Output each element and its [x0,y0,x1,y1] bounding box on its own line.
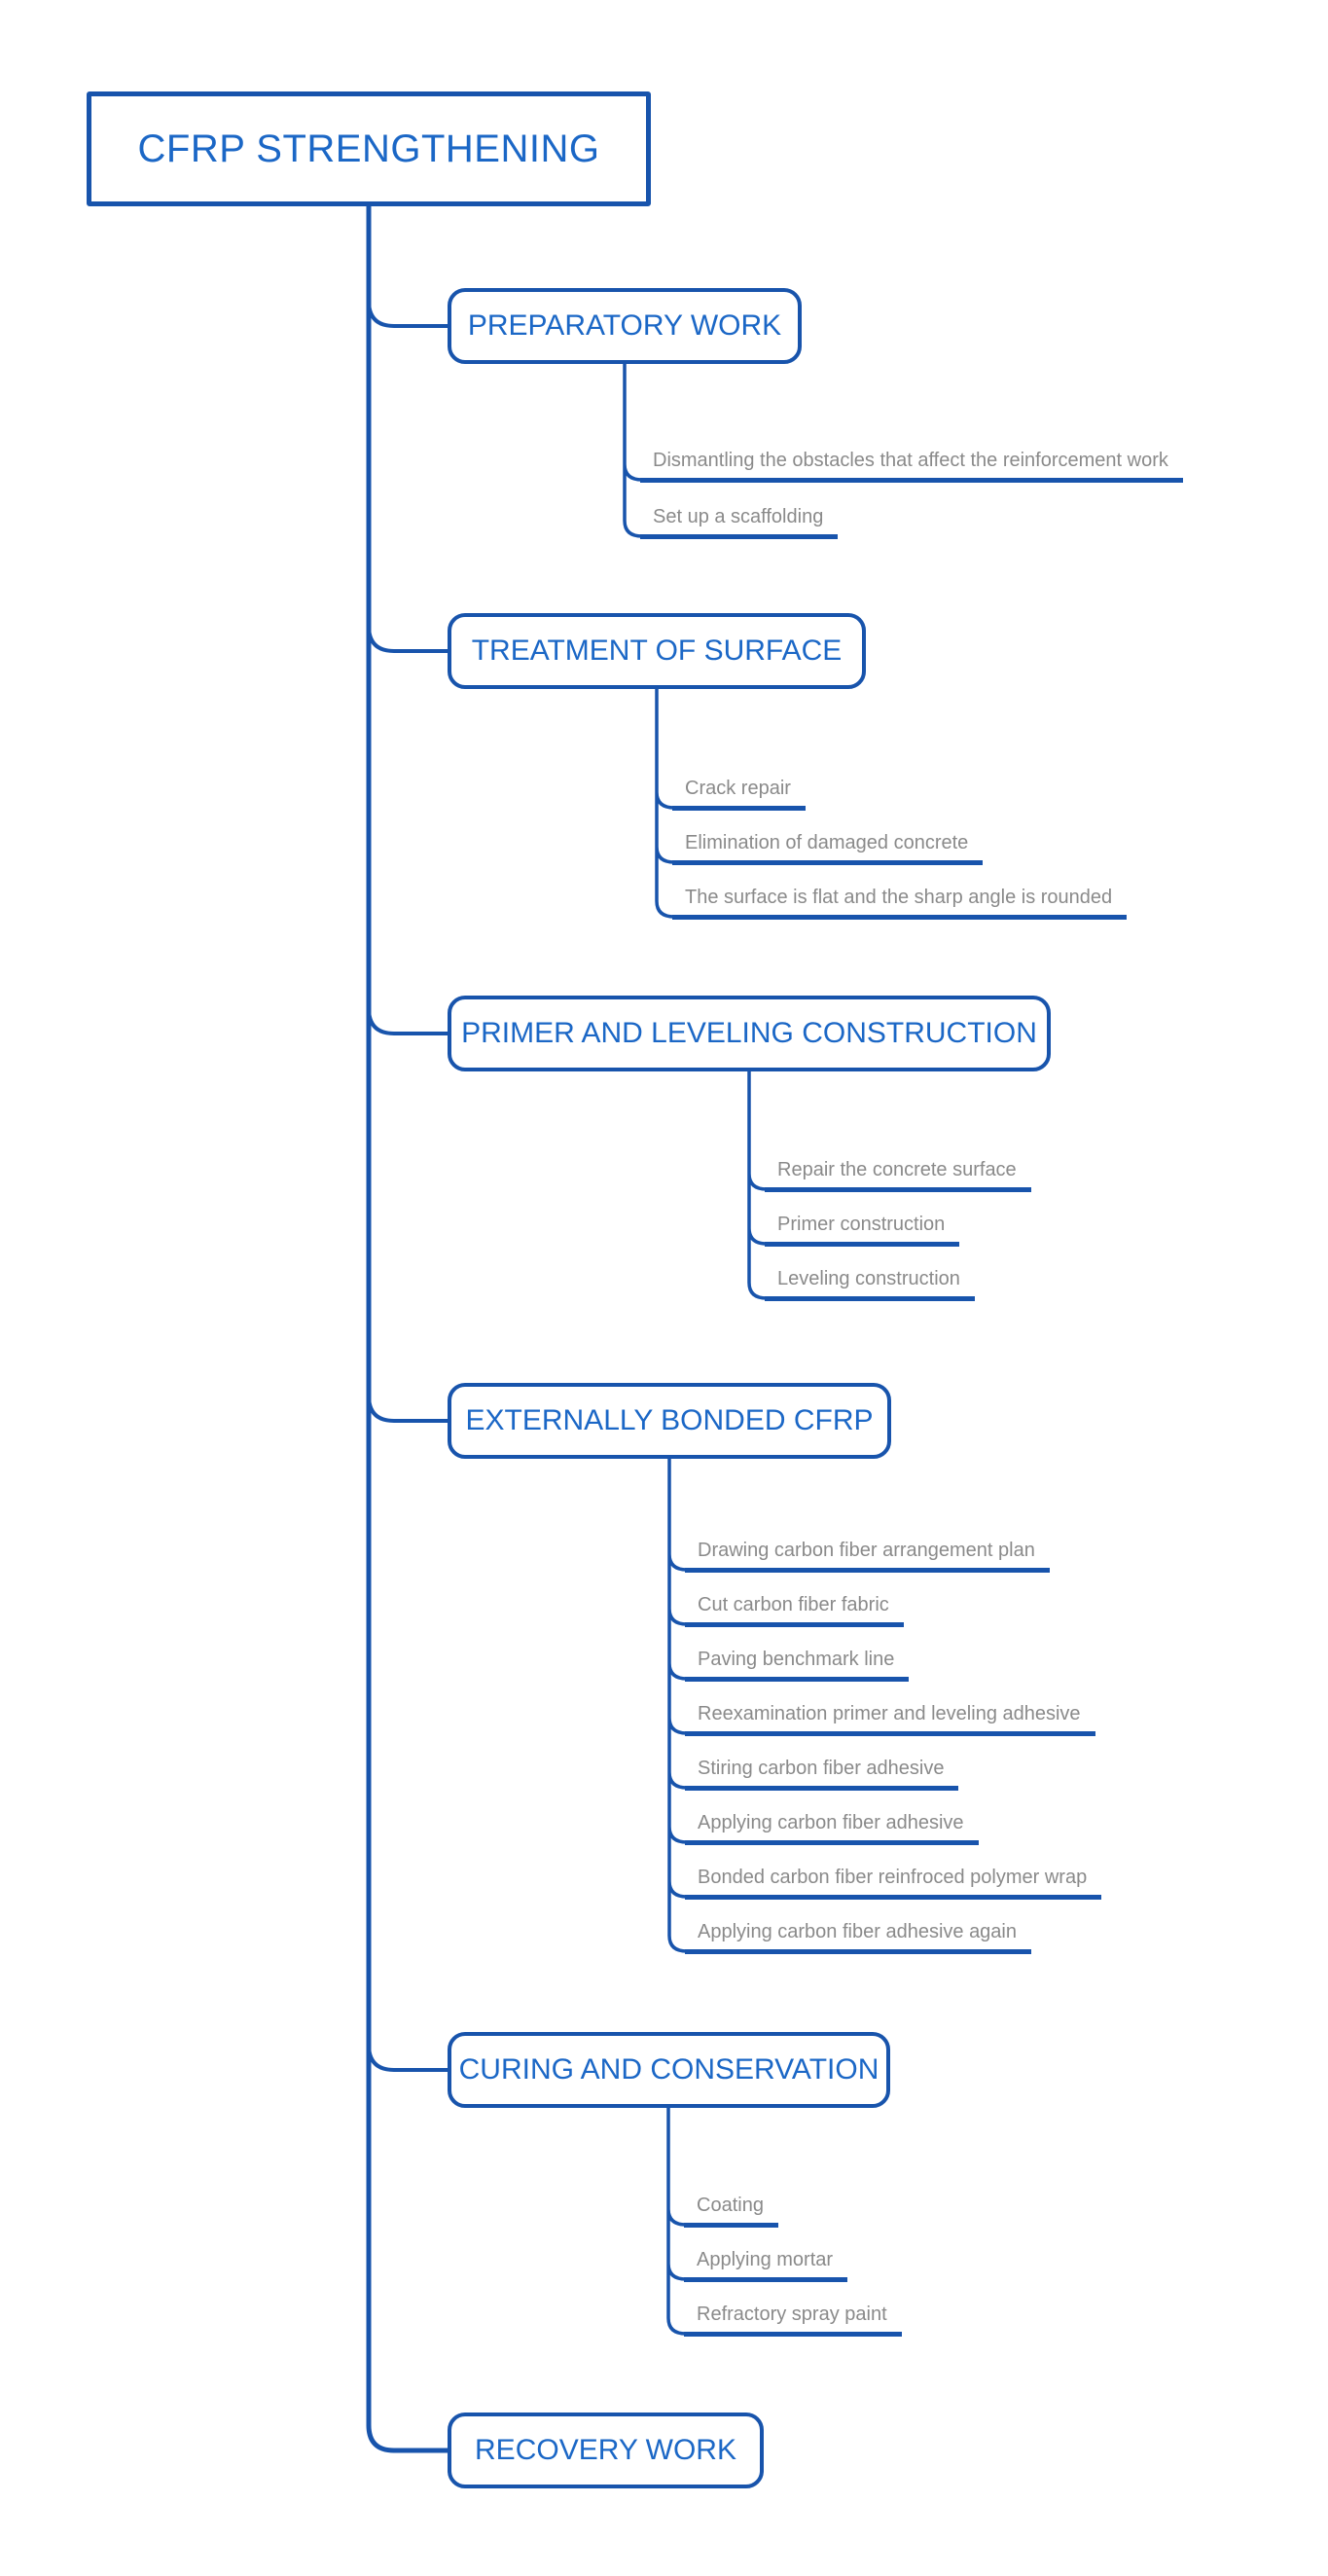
topic-primer-and-leveling-construction[interactable]: PRIMER AND LEVELING CONSTRUCTION [448,996,1051,1071]
trunk-line [366,206,449,2453]
subtopic-bonded-cfrp-wrap[interactable]: Bonded carbon fiber reinfroced polymer w… [685,1861,1102,1900]
subtopic-crack-repair[interactable]: Crack repair [672,772,806,811]
drop-line-preparatory-work [623,363,643,538]
drop-line-externally-bonded-cfrp [667,1458,688,1953]
elbow-preparatory-work [367,300,449,328]
drop-line-treatment-of-surface [655,688,675,919]
root-topic-cfrp-strengthening[interactable]: CFRP STRENGTHENING [87,91,651,206]
subtopic-applying-mortar[interactable]: Applying mortar [684,2243,848,2282]
subtopic-elimination-damaged-concrete[interactable]: Elimination of damaged concrete [672,826,984,865]
elbow-treatment-of-surface [367,625,449,653]
subtopic-set-up-scaffolding[interactable]: Set up a scaffolding [640,500,839,539]
subtopic-primer-construction[interactable]: Primer construction [765,1208,960,1247]
topic-recovery-work[interactable]: RECOVERY WORK [448,2413,764,2488]
subtopic-refractory-spray-paint[interactable]: Refractory spray paint [684,2298,902,2337]
topic-treatment-of-surface[interactable]: TREATMENT OF SURFACE [448,613,866,689]
subtopic-applying-carbon-fiber-adhesive-again[interactable]: Applying carbon fiber adhesive again [685,1915,1031,1954]
drop-line-primer-and-leveling [747,1070,768,1300]
elbow-curing-and-conservation [367,2044,449,2072]
drop-line-curing-and-conservation [666,2107,687,2336]
subtopic-stiring-carbon-fiber-adhesive[interactable]: Stiring carbon fiber adhesive [685,1752,959,1791]
subtopic-coating[interactable]: Coating [684,2189,778,2228]
subtopic-surface-flat-sharp-angle-rounded[interactable]: The surface is flat and the sharp angle … [672,881,1128,920]
subtopic-drawing-arrangement-plan[interactable]: Drawing carbon fiber arrangement plan [685,1534,1050,1573]
subtopic-dismantling-obstacles[interactable]: Dismantling the obstacles that affect th… [640,444,1183,483]
elbow-primer-and-leveling [367,1007,449,1035]
topic-curing-and-conservation[interactable]: CURING AND CONSERVATION [448,2032,890,2108]
subtopic-applying-carbon-fiber-adhesive[interactable]: Applying carbon fiber adhesive [685,1806,979,1845]
topic-preparatory-work[interactable]: PREPARATORY WORK [448,288,802,364]
subtopic-cut-carbon-fiber-fabric[interactable]: Cut carbon fiber fabric [685,1588,904,1627]
subtopic-paving-benchmark-line[interactable]: Paving benchmark line [685,1643,910,1682]
subtopic-repair-concrete-surface[interactable]: Repair the concrete surface [765,1153,1031,1192]
subtopic-leveling-construction[interactable]: Leveling construction [765,1262,975,1301]
elbow-externally-bonded-cfrp [367,1395,449,1423]
subtopic-reexamination-primer-leveling-adhesive[interactable]: Reexamination primer and leveling adhesi… [685,1697,1095,1736]
topic-externally-bonded-cfrp[interactable]: EXTERNALLY BONDED CFRP [448,1383,891,1459]
